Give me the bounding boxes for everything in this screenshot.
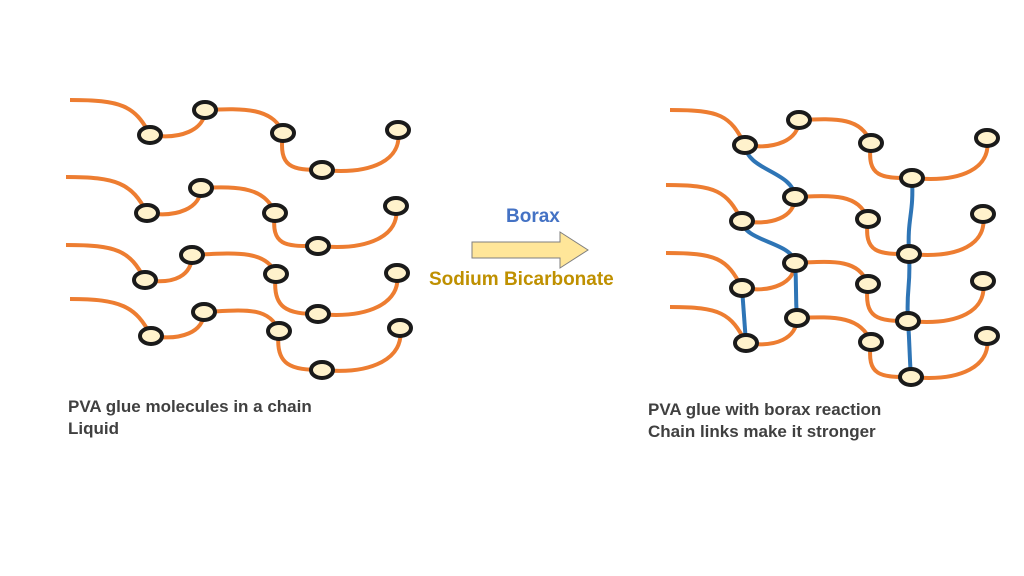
monomer-bead <box>137 125 163 145</box>
monomer-bead <box>305 304 331 324</box>
right-caption-line2: Chain links make it stronger <box>648 422 876 441</box>
monomer-bead <box>309 360 335 380</box>
polymer-chain-4 <box>669 305 990 380</box>
monomer-bead <box>263 264 289 284</box>
polymer-chain-1 <box>669 108 990 181</box>
polymer-chain-3 <box>665 251 986 324</box>
polymer-chain-4 <box>69 297 403 373</box>
polymer-chain-2 <box>65 175 399 249</box>
borax-crosslink <box>906 177 915 255</box>
monomer-bead <box>895 311 921 331</box>
left-caption: PVA glue molecules in a chain Liquid <box>68 396 312 440</box>
monomer-bead <box>970 204 996 224</box>
monomer-bead <box>898 367 924 387</box>
monomer-bead <box>262 203 288 223</box>
arrow-icon <box>471 231 589 269</box>
monomer-bead <box>784 308 810 328</box>
monomer-bead <box>192 100 218 120</box>
monomer-bead <box>132 270 158 290</box>
monomer-bead <box>974 326 1000 346</box>
monomer-bead <box>855 209 881 229</box>
monomer-bead <box>309 160 335 180</box>
monomer-bead <box>179 245 205 265</box>
monomer-bead <box>970 271 996 291</box>
monomer-bead <box>733 333 759 353</box>
pva-chains-crosslinked <box>665 108 1000 387</box>
monomer-bead <box>134 203 160 223</box>
monomer-bead <box>270 123 296 143</box>
monomer-bead <box>855 274 881 294</box>
monomer-bead <box>899 168 925 188</box>
monomer-bead <box>384 263 410 283</box>
monomer-bead <box>387 318 413 338</box>
left-caption-line2: Liquid <box>68 419 119 438</box>
monomer-bead <box>786 110 812 130</box>
monomer-bead <box>191 302 217 322</box>
monomer-bead <box>732 135 758 155</box>
monomer-bead <box>729 278 755 298</box>
monomer-bead <box>782 187 808 207</box>
right-caption-line1: PVA glue with borax reaction <box>648 400 882 419</box>
monomer-bead <box>782 253 808 273</box>
monomer-bead <box>266 321 292 341</box>
monomer-bead <box>188 178 214 198</box>
monomer-bead <box>896 244 922 264</box>
right-caption: PVA glue with borax reaction Chain links… <box>648 399 881 443</box>
pva-chains-liquid <box>65 98 413 380</box>
monomer-bead <box>858 133 884 153</box>
polymer-chain-2 <box>665 183 986 257</box>
borax-crosslink <box>905 253 912 322</box>
sodium-bicarbonate-label: Sodium Bicarbonate <box>429 269 614 290</box>
polymer-chain-1 <box>69 98 401 173</box>
monomer-bead <box>385 120 411 140</box>
monomer-bead <box>974 128 1000 148</box>
left-caption-line1: PVA glue molecules in a chain <box>68 397 312 416</box>
monomer-bead <box>305 236 331 256</box>
monomer-bead <box>729 211 755 231</box>
monomer-bead <box>138 326 164 346</box>
monomer-bead <box>858 332 884 352</box>
monomer-bead <box>383 196 409 216</box>
borax-label: Borax <box>506 206 560 227</box>
reaction-arrow <box>471 231 589 269</box>
